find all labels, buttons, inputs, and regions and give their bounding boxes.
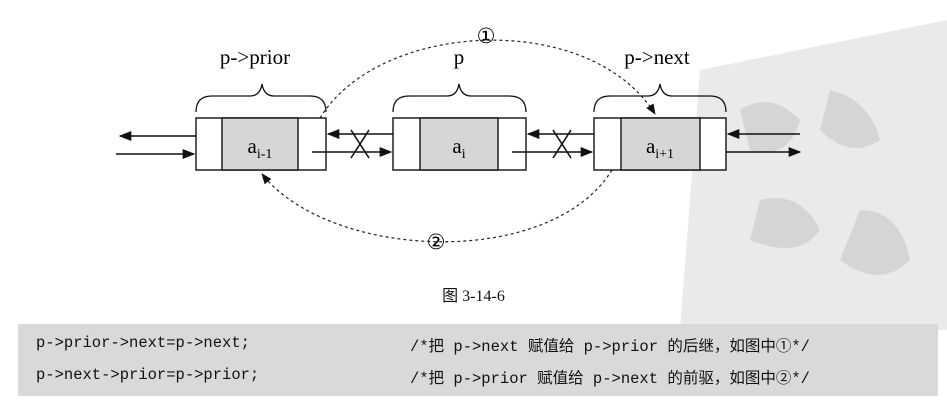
- node-current-base: a: [452, 134, 462, 158]
- node-next: ai+1: [593, 117, 727, 171]
- linked-list-diagram: p->prior p p->next ① ② ai-1 ai ai+1: [116, 20, 947, 330]
- cross-mark-left: [350, 129, 370, 159]
- watermark-seal: [680, 20, 947, 330]
- node-prior: ai-1: [195, 117, 327, 171]
- brace-current: [392, 83, 527, 113]
- code-statement-2: p->next->prior=p->prior;: [36, 366, 260, 384]
- node-current-sub: i: [462, 147, 466, 162]
- code-block: p->prior->next=p->next; /*把 p->next 赋值给 …: [18, 324, 938, 396]
- node-next-sub: i+1: [655, 147, 674, 162]
- marker-top: ①: [477, 24, 496, 48]
- brace-next: [593, 83, 727, 113]
- dashed-link-top: [319, 39, 656, 119]
- code-comment-1: /*把 p->next 赋值给 p->prior 的后继，如图中①*/: [410, 338, 810, 356]
- code-comment-2: /*把 p->prior 赋值给 p->next 的前驱，如图中②*/: [410, 370, 810, 388]
- svg-text:ai-1: ai-1: [248, 134, 273, 162]
- svg-text:ai: ai: [452, 134, 465, 162]
- label-prior: p->prior: [220, 45, 290, 69]
- dashed-link-bottom: [261, 169, 613, 243]
- svg-text:ai+1: ai+1: [646, 134, 674, 162]
- code-statement-1: p->prior->next=p->next;: [36, 334, 250, 352]
- label-current: p: [454, 45, 465, 69]
- cross-mark-right: [552, 129, 572, 159]
- figure-caption: 图 3-14-6: [442, 288, 505, 305]
- brace-prior: [195, 83, 327, 113]
- label-next: p->next: [624, 45, 690, 69]
- marker-bottom: ②: [427, 230, 446, 254]
- node-prior-sub: i-1: [257, 147, 273, 162]
- node-next-base: a: [646, 134, 656, 158]
- node-current: ai: [392, 117, 527, 171]
- node-prior-base: a: [248, 134, 258, 158]
